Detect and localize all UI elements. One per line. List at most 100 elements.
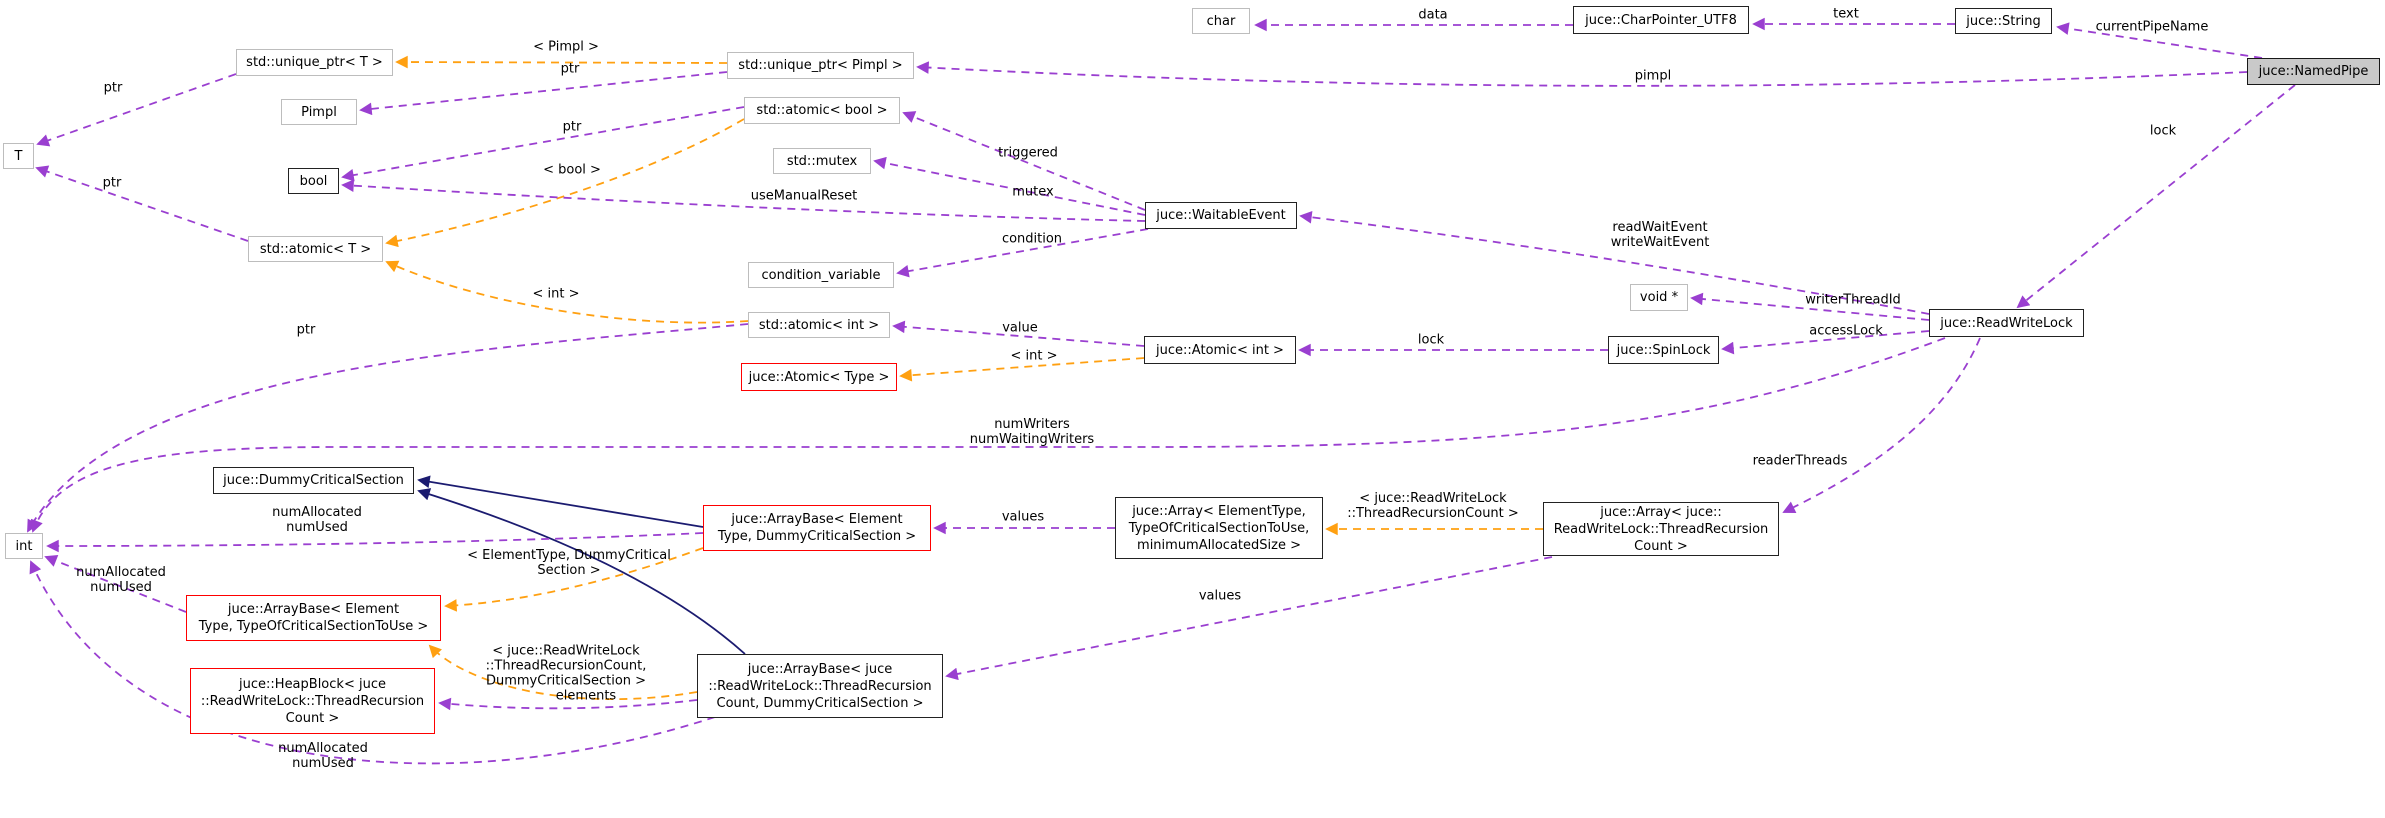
edge-label-line: readerThreads: [1752, 453, 1848, 469]
class-node-label: Type, TypeOfCriticalSectionToUse >: [198, 619, 429, 634]
class-node-bool[interactable]: bool: [288, 168, 339, 194]
class-node-arraybase-trc-dcs[interactable]: juce::ArrayBase< juce::ReadWriteLock::Th…: [697, 654, 943, 718]
edge-label-line: condition: [1001, 231, 1063, 247]
edge-label-line: < Pimpl >: [533, 39, 599, 55]
edge-e-values2: [945, 556, 1553, 681]
edge-label-line: readWaitEvent: [1612, 220, 1708, 235]
class-node-label: Count, DummyCriticalSection >: [716, 695, 924, 711]
edge-label-line: numUsed: [292, 756, 354, 771]
edge-label-e-readerthreads: readerThreads: [1753, 454, 1848, 469]
edge-e-ptr-ai: [27, 323, 749, 533]
class-node-label: Pimpl: [301, 104, 337, 120]
class-node-label: ReadWriteLock::ThreadRecursion: [1553, 521, 1769, 537]
edge-label-line: mutex: [1012, 184, 1054, 200]
class-node-waitable-event[interactable]: juce::WaitableEvent: [1145, 202, 1297, 229]
edge-e-tmpl-int-s: [385, 260, 749, 324]
edge-label-line: ::ThreadRecursionCount >: [1347, 506, 1519, 521]
edge-label-line: < bool >: [543, 162, 601, 178]
class-node-array-trc[interactable]: juce::Array< juce::ReadWriteLock::Thread…: [1543, 502, 1779, 556]
edge-label-line: ptr: [562, 119, 582, 135]
edge-label-line: ptr: [102, 175, 122, 191]
edge-label-line: lock: [2149, 123, 2177, 139]
class-node-charpointer-utf8[interactable]: juce::CharPointer_UTF8: [1573, 6, 1749, 34]
edge-label-line: < juce::ReadWriteLock: [492, 643, 640, 659]
class-node-juce-atomic-int[interactable]: juce::Atomic< int >: [1144, 336, 1296, 364]
edge-label-e-ptr-up: ptr: [561, 62, 580, 77]
edge-label-line: value: [1002, 320, 1038, 336]
class-node-label: std::atomic< T >: [259, 241, 372, 257]
class-node-label: T: [14, 148, 23, 164]
edge-label-e-tmpl-int-j: < int >: [1011, 349, 1058, 364]
class-node-label: std::unique_ptr< T >: [246, 55, 383, 70]
class-node-condition-variable: condition_variable: [748, 262, 894, 288]
edge-label-e-tmpl-pimpl: < Pimpl >: [533, 40, 599, 55]
class-node-char: char: [1192, 8, 1250, 34]
class-node-label: condition_variable: [761, 267, 881, 283]
edge-label-e-elements: elements: [556, 689, 616, 704]
class-node-label: ::ReadWriteLock::ThreadRecursion: [708, 678, 932, 694]
class-node-label: int: [15, 538, 33, 554]
class-node-juce-atomic-type[interactable]: juce::Atomic< Type >: [741, 363, 897, 391]
edge-e-writerthreadid: [1690, 292, 1930, 321]
class-node-string[interactable]: juce::String: [1955, 8, 2052, 34]
class-node-namedpipe[interactable]: juce::NamedPipe: [2247, 58, 2380, 85]
class-node-label: juce::ArrayBase< juce: [747, 661, 893, 677]
edge-e-inherit1: [417, 475, 704, 528]
edge-e-currentpipename: [2056, 22, 2263, 59]
edge-label-line: numWaitingWriters: [969, 432, 1095, 447]
edge-e-elements: [438, 697, 698, 711]
edge-e-lock-np: [2016, 84, 2296, 309]
edge-e-numalloc3: [29, 560, 716, 765]
edge-label-line: < ElementType, DummyCritical: [467, 548, 671, 563]
edge-e-pimpl: [916, 61, 2248, 87]
edge-label-line: elements: [555, 688, 617, 704]
class-node-label: juce::WaitableEvent: [1156, 208, 1286, 223]
class-node-label: Type, DummyCriticalSection >: [717, 529, 917, 544]
class-node-label: juce::NamedPipe: [2258, 64, 2369, 79]
edge-label-line: ptr: [296, 322, 316, 338]
edge-e-tmpl-ab2: [428, 644, 698, 701]
class-node-unique-ptr-pimpl: std::unique_ptr< Pimpl >: [727, 52, 914, 79]
edge-e-numwriters: [30, 337, 1946, 533]
edge-label-line: numWriters: [994, 417, 1070, 432]
class-node-label: std::atomic< bool >: [756, 103, 888, 118]
edge-e-numalloc1: [46, 532, 704, 553]
edge-label-line: ptr: [560, 61, 580, 77]
edge-label-e-accesslock: accessLock: [1809, 324, 1882, 339]
edge-label-e-writerthreadid: writerThreadId: [1805, 293, 1901, 308]
edge-label-line: currentPipeName: [2095, 19, 2209, 35]
edge-label-line: numAllocated: [272, 505, 362, 520]
class-node-std-atomic-int: std::atomic< int >: [748, 312, 890, 338]
edge-e-tmpl-bool: [385, 118, 745, 248]
class-node-dummy-critical-section[interactable]: juce::DummyCriticalSection: [213, 467, 414, 494]
class-node-heapblock-trc[interactable]: juce::HeapBlock< juce::ReadWriteLock::Th…: [190, 668, 435, 734]
edge-label-line: useManualReset: [750, 188, 858, 204]
edge-label-e-lock-sl: lock: [1418, 333, 1444, 348]
edge-label-line: accessLock: [1809, 323, 1883, 339]
edge-label-e-values2: values: [1199, 589, 1241, 604]
edge-e-numalloc2: [44, 555, 187, 613]
class-node-read-write-lock[interactable]: juce::ReadWriteLock: [1929, 309, 2084, 337]
edge-label-line: lock: [1417, 332, 1445, 348]
edge-label-e-data: data: [1418, 8, 1447, 23]
class-node-array-template[interactable]: juce::Array< ElementType,TypeOfCriticalS…: [1115, 497, 1323, 559]
class-node-label: char: [1206, 13, 1236, 29]
class-node-label: juce::ArrayBase< Element: [227, 602, 400, 617]
class-node-label: ::ReadWriteLock::ThreadRecursion: [200, 693, 425, 709]
edge-label-e-currentpipename: currentPipeName: [2096, 20, 2209, 35]
edge-label-line: numAllocated: [76, 565, 166, 580]
edge-label-e-pimpl: pimpl: [1635, 69, 1671, 84]
edge-label-e-tmpl-array: < juce::ReadWriteLock::ThreadRecursionCo…: [1347, 491, 1519, 521]
edge-e-ptr-ab: [341, 106, 745, 182]
edge-e-tmpl-int-j: [899, 357, 1145, 382]
class-node-spin-lock[interactable]: juce::SpinLock: [1608, 336, 1719, 364]
class-node-label: juce::ArrayBase< Element: [731, 512, 903, 527]
edge-label-line: numUsed: [90, 580, 152, 595]
